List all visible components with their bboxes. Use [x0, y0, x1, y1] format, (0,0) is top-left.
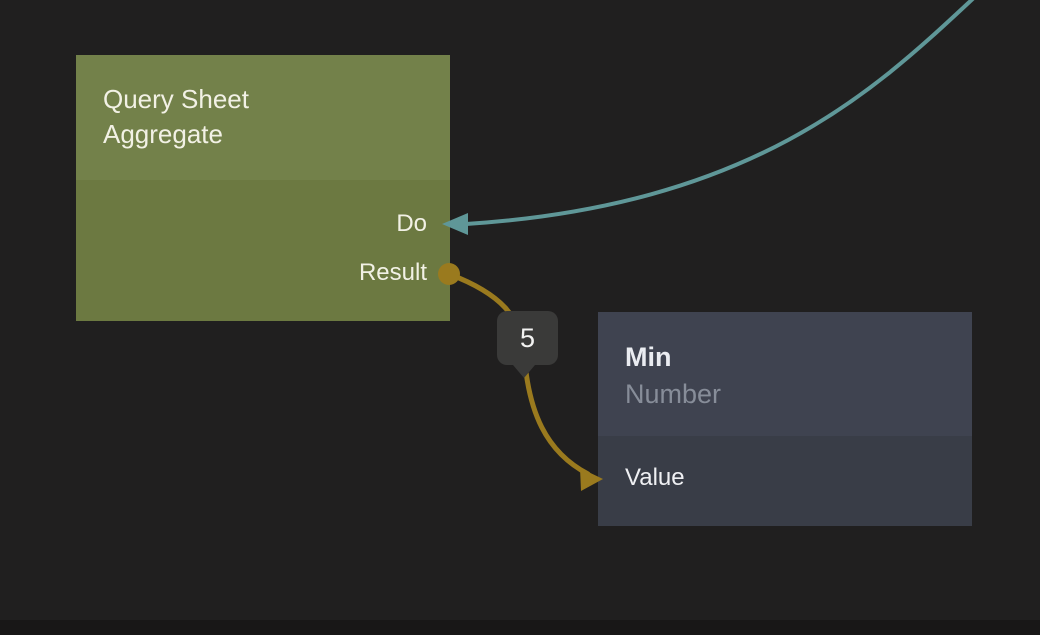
- node-subtitle: Number: [625, 379, 722, 409]
- port-do[interactable]: Do: [396, 210, 427, 237]
- port-value[interactable]: Value: [625, 464, 685, 491]
- node-body: Value: [598, 436, 972, 526]
- badge-pointer-icon: [513, 365, 535, 378]
- wire-value-label: 5: [519, 322, 536, 353]
- node-query-sheet-aggregate[interactable]: Query Sheet Aggregate Do Result: [76, 55, 450, 321]
- node-min[interactable]: Min Number Value: [598, 312, 972, 526]
- canvas-bottom-edge: [0, 620, 1040, 635]
- node-title: Query Sheet Aggregate: [103, 84, 249, 149]
- node-body: Do Result: [76, 180, 450, 321]
- node-title: Min: [625, 342, 672, 372]
- port-result[interactable]: Result: [358, 259, 427, 286]
- node-title-block: Min Number: [625, 339, 721, 412]
- node-header[interactable]: Query Sheet Aggregate: [76, 55, 450, 180]
- wire-value-badge: 5: [497, 311, 558, 378]
- node-header[interactable]: Min Number: [598, 312, 972, 436]
- exec-wire[interactable]: [464, 0, 978, 226]
